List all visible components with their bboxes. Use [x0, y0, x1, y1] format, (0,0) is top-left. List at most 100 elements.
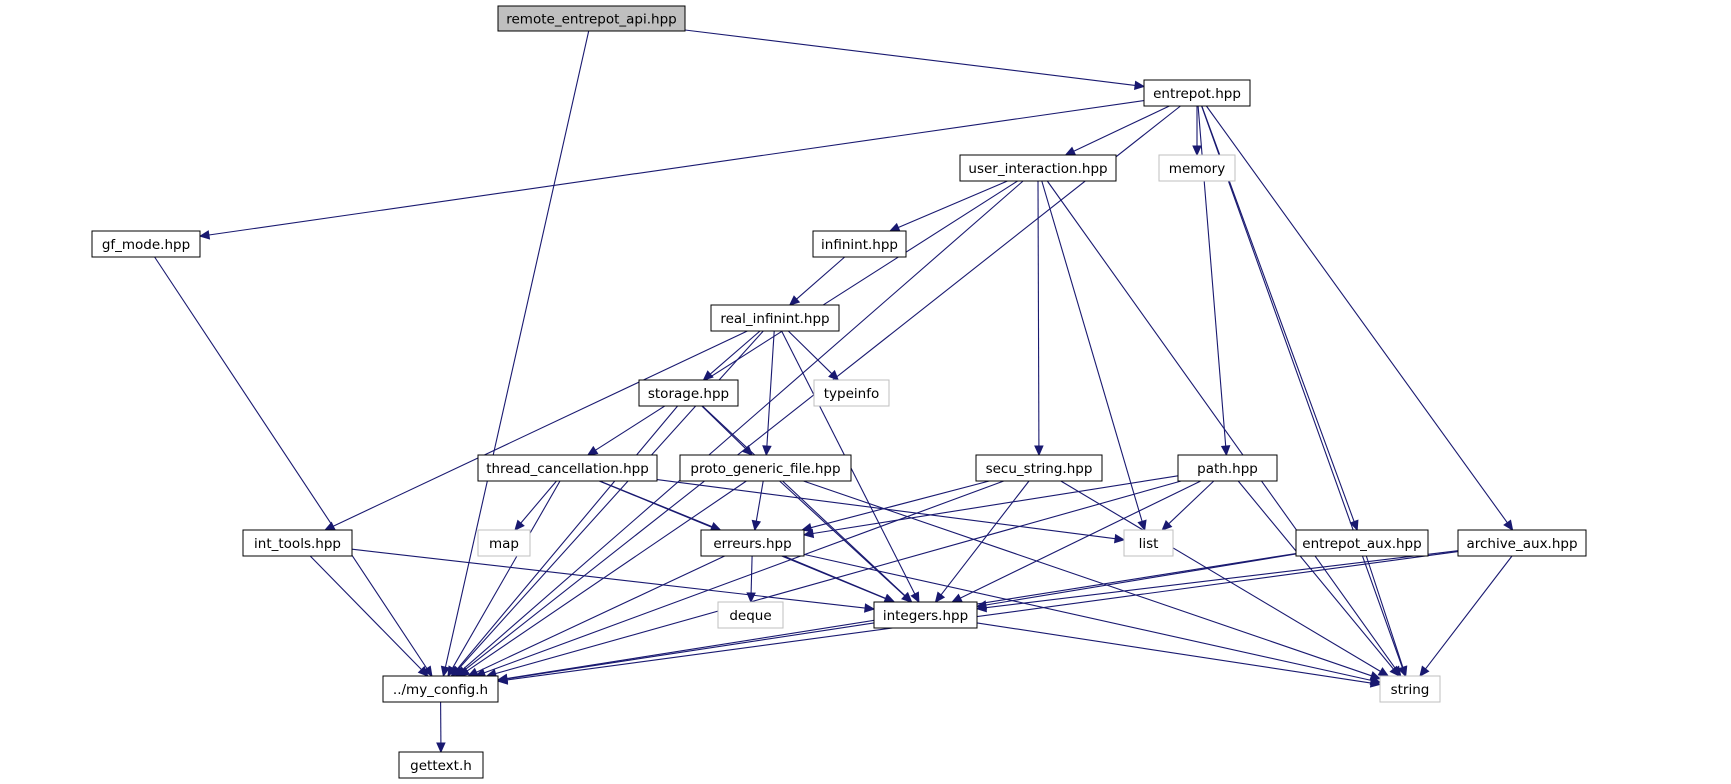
arrowhead-entrepot-to-entrepot_aux	[1349, 519, 1359, 532]
edge-secu_string-to-my_config	[483, 480, 1004, 674]
node-proto_generic_file-box	[679, 454, 852, 482]
node-int_tools-label: int_tools.hpp	[254, 536, 341, 552]
arrowhead-archive_aux-to-string	[1419, 665, 1430, 677]
node-entrepot_aux[interactable]: entrepot_aux.hpp	[1295, 529, 1429, 557]
node-gettext-label: gettext.h	[410, 758, 472, 774]
arrowhead-my_config-to-gettext	[436, 742, 446, 754]
arrowhead-entrepot-to-gf_mode	[198, 230, 211, 240]
node-user_interaction-box	[959, 154, 1117, 182]
arrowhead-user_interaction-to-secu_string	[1034, 445, 1044, 457]
edge-proto_generic_file-to-erreurs	[755, 480, 764, 522]
edge-proto_generic_file-to-my_config	[466, 480, 747, 672]
edge-real_infinint-to-storage	[709, 330, 761, 375]
node-typeinfo: typeinfo	[813, 379, 890, 407]
arrowhead-real_infinint-to-integers	[910, 591, 920, 604]
node-secu_string-box	[975, 454, 1103, 482]
arrowhead-erreurs-to-deque	[746, 592, 756, 604]
edge-gf_mode-to-my_config	[154, 256, 428, 669]
node-memory: memory	[1158, 154, 1236, 182]
node-infinint-box	[812, 230, 907, 258]
node-real_infinint[interactable]: real_infinint.hpp	[710, 304, 840, 332]
node-erreurs-box	[700, 529, 805, 557]
edge-real_infinint-to-int_tools	[332, 330, 748, 527]
node-map-label: map	[489, 536, 519, 552]
node-proto_generic_file[interactable]: proto_generic_file.hpp	[679, 454, 852, 482]
arrowhead-real_infinint-to-int_tools	[323, 521, 336, 531]
node-gf_mode-box	[91, 230, 201, 258]
edge-erreurs-to-deque	[750, 555, 753, 594]
node-infinint[interactable]: infinint.hpp	[812, 230, 907, 258]
node-entrepot[interactable]: entrepot.hpp	[1143, 79, 1251, 107]
node-secu_string-label: secu_string.hpp	[986, 461, 1093, 477]
arrowhead-user_interaction-to-thread_cancellation	[586, 445, 599, 456]
node-thread_cancellation-box	[477, 454, 658, 482]
node-string-label: string	[1391, 682, 1430, 698]
arrowhead-entrepot-to-path	[1220, 445, 1231, 457]
node-path-box	[1177, 454, 1278, 482]
arrowhead-thread_cancellation-to-map	[514, 519, 525, 531]
node-real_infinint-label: real_infinint.hpp	[720, 311, 829, 327]
node-storage[interactable]: storage.hpp	[638, 379, 739, 407]
arrowhead-int_tools-to-integers	[864, 603, 876, 613]
arrowhead-entrepot-to-memory	[1192, 145, 1202, 157]
node-typeinfo-label: typeinfo	[824, 386, 879, 402]
node-integers[interactable]: integers.hpp	[873, 601, 978, 629]
edge-real_infinint-to-proto_generic_file	[766, 330, 775, 447]
arrowhead-path-to-string	[1389, 665, 1401, 677]
node-secu_string[interactable]: secu_string.hpp	[975, 454, 1103, 482]
edge-entrepot-to-string	[1201, 105, 1403, 668]
arrowhead-user_interaction-to-list	[1137, 519, 1147, 532]
node-archive_aux-label: archive_aux.hpp	[1466, 536, 1577, 552]
edge-secu_string-to-string	[1060, 480, 1381, 672]
node-integers-box	[873, 601, 978, 629]
edge-proto_generic_file-to-string	[803, 480, 1372, 677]
node-my_config-box	[382, 675, 499, 703]
arrowhead-infinint-to-real_infinint	[788, 295, 801, 306]
edge-infinint-to-real_infinint	[796, 256, 846, 300]
arrowhead-user_interaction-to-infinint	[888, 222, 901, 232]
arrowhead-secu_string-to-erreurs	[801, 523, 813, 533]
arrowhead-thread_cancellation-to-my_config	[447, 665, 457, 678]
edge-entrepot_aux-to-string	[1365, 555, 1404, 668]
edge-user_interaction-to-string	[1046, 180, 1396, 670]
edge-entrepot-to-archive_aux	[1205, 105, 1508, 524]
arrowhead-erreurs-to-integers	[883, 593, 896, 603]
node-integers-label: integers.hpp	[883, 608, 968, 624]
node-gf_mode-label: gf_mode.hpp	[102, 237, 190, 253]
node-gf_mode[interactable]: gf_mode.hpp	[91, 230, 201, 258]
node-erreurs[interactable]: erreurs.hpp	[700, 529, 805, 557]
node-int_tools[interactable]: int_tools.hpp	[242, 529, 353, 557]
node-remote[interactable]: remote_entrepot_api.hpp	[497, 5, 686, 32]
edge-archive_aux-to-integers	[985, 550, 1459, 609]
edge-storage-to-integers	[702, 405, 906, 597]
node-storage-box	[638, 379, 739, 407]
edge-archive_aux-to-string	[1425, 555, 1513, 670]
arrowhead-path-to-integers	[951, 593, 963, 603]
arrowhead-proto_generic_file-to-my_config	[458, 666, 471, 677]
node-map: map	[477, 529, 531, 557]
edge-real_infinint-to-typeinfo	[787, 330, 833, 375]
node-thread_cancellation[interactable]: thread_cancellation.hpp	[477, 454, 658, 482]
node-int_tools-box	[242, 529, 353, 557]
node-path[interactable]: path.hpp	[1177, 454, 1278, 482]
arrowhead-real_infinint-to-storage	[702, 370, 714, 381]
node-string-box	[1379, 675, 1441, 703]
node-my_config[interactable]: ../my_config.h	[382, 675, 499, 703]
edge-user_interaction-to-infinint	[898, 180, 1008, 229]
node-memory-label: memory	[1169, 161, 1225, 177]
arrowhead-path-to-list	[1161, 519, 1173, 531]
node-proto_generic_file-label: proto_generic_file.hpp	[690, 461, 840, 477]
node-archive_aux[interactable]: archive_aux.hpp	[1457, 529, 1587, 557]
edge-entrepot-to-gf_mode	[208, 100, 1145, 236]
edge-path-to-erreurs	[812, 475, 1179, 535]
edge-thread_cancellation-to-my_config	[452, 480, 561, 669]
arrowhead-real_infinint-to-typeinfo	[828, 369, 840, 381]
arrowhead-secu_string-to-integers	[934, 591, 946, 603]
node-erreurs-label: erreurs.hpp	[713, 536, 791, 552]
node-gettext[interactable]: gettext.h	[398, 751, 484, 779]
node-entrepot_aux-box	[1295, 529, 1429, 557]
node-user_interaction[interactable]: user_interaction.hpp	[959, 154, 1117, 182]
edge-user_interaction-to-secu_string	[1037, 180, 1040, 447]
edge-secu_string-to-erreurs	[810, 480, 990, 529]
node-list-box	[1123, 529, 1174, 557]
